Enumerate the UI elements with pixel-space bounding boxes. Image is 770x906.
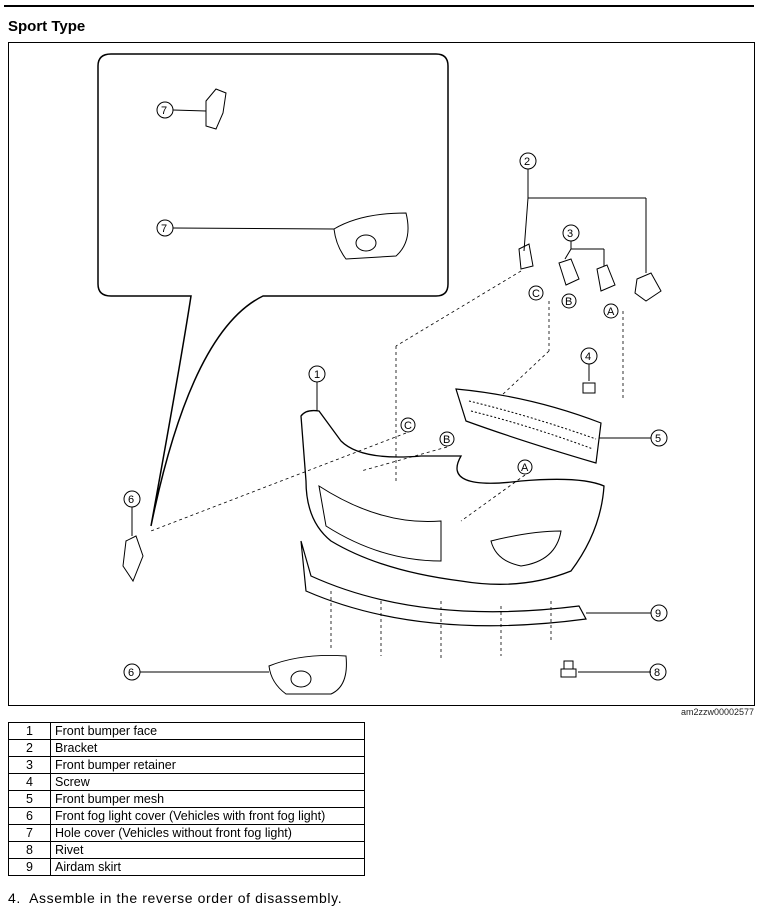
part-number: 3	[8, 756, 51, 774]
svg-text:4: 4	[585, 351, 591, 363]
figure-id: am2zzw00002577	[680, 707, 754, 717]
hole-cover	[333, 212, 409, 260]
svg-text:9: 9	[655, 608, 661, 620]
svg-text:C: C	[532, 288, 540, 300]
svg-text:5: 5	[655, 433, 661, 445]
part-name: Front fog light cover (Vehicles with fro…	[50, 807, 365, 825]
part-name: Screw	[50, 773, 365, 791]
part-name: Bracket	[50, 739, 365, 757]
svg-text:A: A	[607, 306, 615, 318]
part-number: 5	[8, 790, 51, 808]
part-number: 6	[8, 807, 51, 825]
part-name: Rivet	[50, 841, 365, 859]
svg-text:6: 6	[128, 667, 134, 679]
svg-text:2: 2	[524, 156, 530, 168]
svg-text:8: 8	[654, 667, 660, 679]
svg-text:1: 1	[314, 369, 320, 381]
svg-text:3: 3	[567, 228, 573, 240]
svg-text:7: 7	[161, 105, 167, 117]
bumper-face	[300, 409, 605, 585]
part-number: 1	[8, 722, 51, 740]
svg-text:7: 7	[161, 223, 167, 235]
svg-text:A: A	[521, 462, 529, 474]
part-number: 9	[8, 858, 51, 876]
callout-bubble	[97, 53, 449, 527]
step-number: 4.	[8, 890, 21, 906]
part-name: Front bumper retainer	[50, 756, 365, 774]
part-name: Front bumper mesh	[50, 790, 365, 808]
part-name: Hole cover (Vehicles without front fog l…	[50, 824, 365, 842]
fog-light-cover	[268, 654, 347, 695]
part-name: Airdam skirt	[50, 858, 365, 876]
part-number: 8	[8, 841, 51, 859]
exploded-diagram: 7 7 2 3 C B A 4 1 C B A 5 6 9 6 8	[8, 42, 755, 706]
top-rule	[4, 5, 754, 7]
step-text: 4. Assemble in the reverse order of disa…	[8, 890, 342, 906]
callout-markers: 7 7 2 3 C B A 4 1 C B A 5 6 9 6 8	[123, 101, 668, 681]
part-number: 2	[8, 739, 51, 757]
part-number: 7	[8, 824, 51, 842]
svg-text:B: B	[565, 296, 572, 308]
part-name: Front bumper face	[50, 722, 365, 740]
section-heading: Sport Type	[8, 18, 86, 35]
hole-cover-clip	[205, 88, 227, 130]
svg-text:C: C	[404, 420, 412, 432]
svg-text:B: B	[443, 434, 450, 446]
step-instruction: Assemble in the reverse order of disasse…	[29, 890, 343, 906]
airdam-skirt	[300, 540, 587, 627]
part-number: 4	[8, 773, 51, 791]
bumper-mesh	[455, 388, 602, 464]
svg-text:6: 6	[128, 494, 134, 506]
